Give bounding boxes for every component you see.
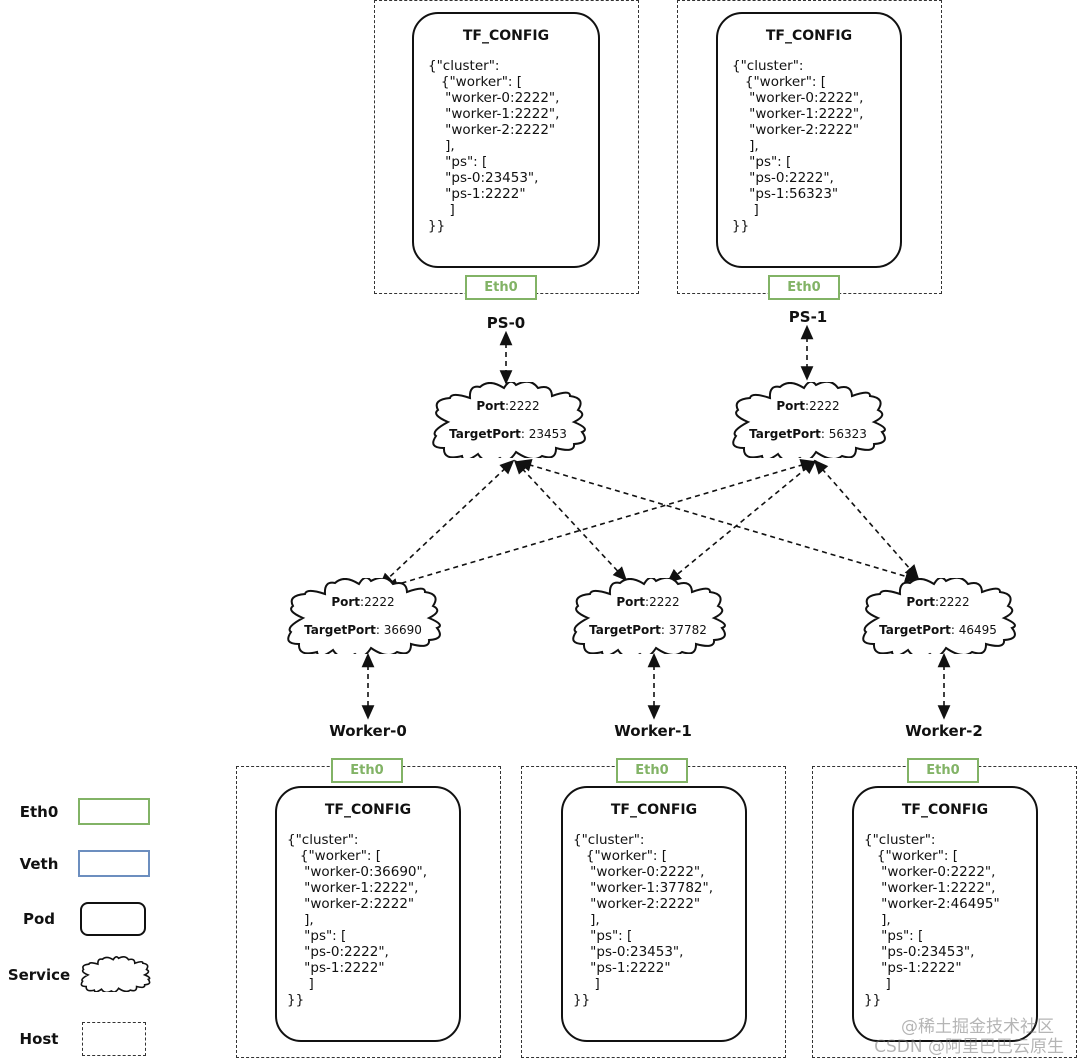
target-port-value: : 23453 bbox=[520, 427, 567, 441]
pod-title: TF_CONFIG bbox=[901, 802, 989, 818]
service-worker-2[interactable]: Port:2222 TargetPort: 46495 bbox=[858, 578, 1018, 654]
pod-worker-2[interactable]: TF_CONFIG {"cluster": {"worker": [ "work… bbox=[852, 786, 1038, 1042]
target-port-value: : 56323 bbox=[820, 427, 867, 441]
pod-title: TF_CONFIG bbox=[610, 802, 698, 818]
legend-veth-swatch bbox=[78, 850, 150, 877]
legend-host-swatch bbox=[82, 1022, 146, 1056]
link-ps1-to-worker0 bbox=[383, 459, 816, 591]
eth0-interface: Eth0 bbox=[907, 758, 979, 783]
legend-label-pod: Pod bbox=[22, 910, 56, 928]
cloud-icon bbox=[287, 578, 441, 654]
service-worker-1[interactable]: Port:2222 TargetPort: 37782 bbox=[568, 578, 728, 654]
link-ps1-to-worker1 bbox=[666, 459, 817, 584]
target-port-key: TargetPort bbox=[589, 623, 661, 637]
cloud-outline bbox=[572, 578, 726, 654]
node-label-ps-1: PS-1 bbox=[788, 308, 828, 326]
target-port-value: : 37782 bbox=[660, 623, 707, 637]
target-port-value: : 36690 bbox=[375, 623, 422, 637]
port-value: :2222 bbox=[645, 595, 680, 609]
watermark-juejin: @稀土掘金技术社区 bbox=[901, 1017, 1054, 1037]
cloud-outline bbox=[80, 956, 151, 992]
node-label-worker-0: Worker-0 bbox=[329, 722, 407, 740]
link-ps0-to-worker0 bbox=[378, 459, 515, 588]
tf-config-json: {"cluster": {"worker": [ "worker-0:2222"… bbox=[573, 832, 714, 1008]
tf-config-json: {"cluster": {"worker": [ "worker-0:36690… bbox=[287, 832, 428, 1008]
port-key: Port bbox=[616, 595, 646, 609]
legend-cloud-icon bbox=[80, 956, 151, 992]
cloud-outline bbox=[432, 382, 586, 458]
target-port-key: TargetPort bbox=[449, 427, 521, 441]
tf-config-json: {"cluster": {"worker": [ "worker-0:2222"… bbox=[428, 58, 560, 234]
port-value: :2222 bbox=[360, 595, 395, 609]
cloud-outline bbox=[732, 382, 886, 458]
port-value: :2222 bbox=[505, 399, 540, 413]
port-key: Port bbox=[776, 399, 806, 413]
cloud-outline bbox=[862, 578, 1016, 654]
node-label-worker-2: Worker-2 bbox=[905, 722, 983, 740]
node-label-worker-1: Worker-1 bbox=[614, 722, 692, 740]
link-ps0-to-worker2 bbox=[516, 459, 920, 583]
service-ps-0[interactable]: Port:2222 TargetPort: 23453 bbox=[428, 382, 588, 458]
pod-worker-1[interactable]: TF_CONFIG {"cluster": {"worker": [ "work… bbox=[561, 786, 747, 1042]
target-port-key: TargetPort bbox=[749, 427, 821, 441]
legend-label-veth: Veth bbox=[19, 855, 59, 873]
cloud-icon bbox=[732, 382, 886, 458]
target-port-key: TargetPort bbox=[879, 623, 951, 637]
eth0-interface: Eth0 bbox=[465, 275, 537, 300]
link-ps1-to-worker2 bbox=[813, 459, 920, 580]
pod-ps-1[interactable]: TF_CONFIG {"cluster": {"worker": [ "work… bbox=[716, 12, 902, 268]
cloud-icon bbox=[862, 578, 1016, 654]
target-port-key: TargetPort bbox=[304, 623, 376, 637]
port-key: Port bbox=[906, 595, 936, 609]
legend-label-host: Host bbox=[19, 1030, 59, 1048]
pod-title: TF_CONFIG bbox=[324, 802, 412, 818]
eth0-interface: Eth0 bbox=[768, 275, 840, 300]
service-worker-0[interactable]: Port:2222 TargetPort: 36690 bbox=[283, 578, 443, 654]
pod-worker-0[interactable]: TF_CONFIG {"cluster": {"worker": [ "work… bbox=[275, 786, 461, 1042]
pod-title: TF_CONFIG bbox=[765, 28, 853, 44]
service-ps-1[interactable]: Port:2222 TargetPort: 56323 bbox=[728, 382, 888, 458]
legend-eth0-swatch bbox=[78, 798, 150, 825]
tf-config-json: {"cluster": {"worker": [ "worker-0:2222"… bbox=[864, 832, 1000, 1008]
legend-label-eth0: Eth0 bbox=[19, 803, 59, 821]
tf-config-json: {"cluster": {"worker": [ "worker-0:2222"… bbox=[732, 58, 864, 234]
legend-pod-swatch bbox=[80, 902, 146, 936]
cloud-icon bbox=[432, 382, 586, 458]
port-key: Port bbox=[331, 595, 361, 609]
port-value: :2222 bbox=[935, 595, 970, 609]
watermark-csdn: CSDN @阿里巴巴云原生 bbox=[874, 1037, 1064, 1057]
legend-label-service: Service bbox=[7, 966, 71, 984]
eth0-interface: Eth0 bbox=[616, 758, 688, 783]
port-key: Port bbox=[476, 399, 506, 413]
pod-ps-0[interactable]: TF_CONFIG {"cluster": {"worker": [ "work… bbox=[412, 12, 600, 268]
node-label-ps-0: PS-0 bbox=[486, 314, 526, 332]
cloud-outline bbox=[287, 578, 441, 654]
eth0-interface: Eth0 bbox=[331, 758, 403, 783]
cloud-icon bbox=[572, 578, 726, 654]
pod-title: TF_CONFIG bbox=[462, 28, 550, 44]
port-value: :2222 bbox=[805, 399, 840, 413]
target-port-value: : 46495 bbox=[950, 623, 997, 637]
